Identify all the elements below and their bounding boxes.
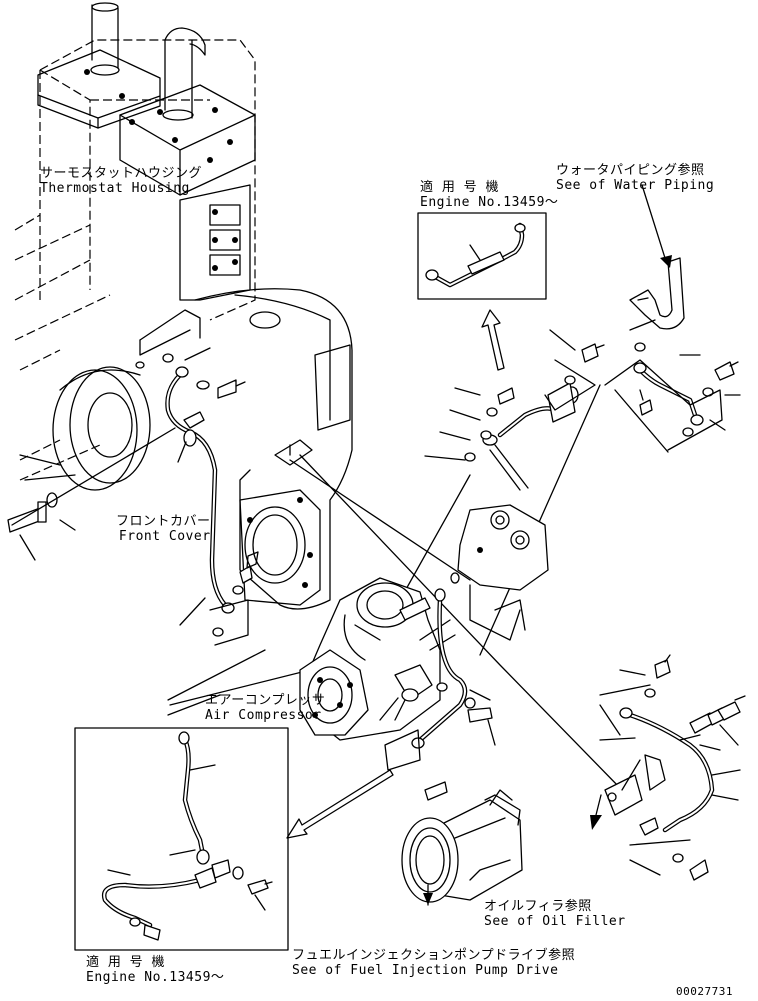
oil-filler-reference-label-en: See of Oil Filler [484, 914, 626, 929]
thermostat-housing-label-jp: サーモスタットハウジング [40, 166, 203, 181]
fuel-pump-drive-reference-label-jp: フュエルインジェクションポンプドライブ参照 [292, 948, 576, 963]
drawing-number-text: 00027731 [676, 985, 733, 998]
air-compressor-label: エアーコンプレッサ Air Compressor [205, 693, 325, 723]
water-piping-reference-label-en: See of Water Piping [556, 178, 715, 193]
leader-lines [11, 384, 623, 791]
engine-number-bottom-label: 適 用 号 機 Engine No.13459～ [86, 955, 224, 985]
fuel-pump-drive-reference-label: フュエルインジェクションポンプドライブ参照 See of Fuel Inject… [292, 948, 575, 978]
engine-number-top-label: 適 用 号 機 Engine No.13459～ [420, 180, 558, 210]
washers [19, 361, 145, 481]
front-cover-label-en: Front Cover [118, 529, 211, 544]
thermostat-housing-drawing [37, 2, 256, 301]
compressor-oil-pipe [379, 572, 496, 801]
oil-filler-pipe-drawing [599, 654, 746, 881]
oil-filler-reference-label: オイルフィラ参照 See of Oil Filler [484, 899, 626, 929]
engine-number-top-label-en: Engine No.13459～ [420, 195, 559, 210]
thermostat-housing-label-en: Thermostat Housing [40, 181, 190, 196]
engine-number-bottom-label-en: Engine No.13459～ [86, 970, 225, 985]
front-cover-callouts [19, 309, 249, 646]
front-cover-drawing [194, 288, 353, 610]
fuel-pump-drive-drawing [401, 789, 523, 903]
air-compressor-label-en: Air Compressor [205, 708, 322, 723]
bottom-inset-box [74, 727, 289, 951]
front-cover-label-jp: フロントカバー [116, 514, 211, 529]
water-pipe-drawing [424, 329, 605, 462]
fuel-pump-drive-reference-label-en: See of Fuel Injection Pump Drive [292, 963, 559, 978]
drawing-number: 00027731 [676, 984, 733, 999]
hydraulic-pump-drawing [457, 444, 549, 641]
front-cover-bolts [7, 353, 259, 637]
air-compressor-label-jp: エアーコンプレッサ [205, 693, 326, 708]
engine-number-bottom-label-jp: 適 用 号 機 [86, 955, 165, 970]
thermostat-housing-label: サーモスタットハウジング Thermostat Housing [40, 166, 202, 196]
water-piping-reference-label-jp: ウォータパイピング参照 [556, 163, 705, 178]
oil-filler-reference-label-jp: オイルフィラ参照 [484, 899, 592, 914]
water-piping-detail [604, 257, 741, 453]
water-piping-reference-label: ウォータパイピング参照 See of Water Piping [556, 163, 714, 193]
front-cover-pipe [165, 366, 235, 614]
crank-pulley-drawing [52, 366, 151, 491]
arrows [286, 184, 672, 906]
top-inset-box [417, 212, 547, 300]
front-cover-label: フロントカバー Front Cover [116, 514, 211, 544]
engine-number-top-label-jp: 適 用 号 機 [420, 180, 499, 195]
